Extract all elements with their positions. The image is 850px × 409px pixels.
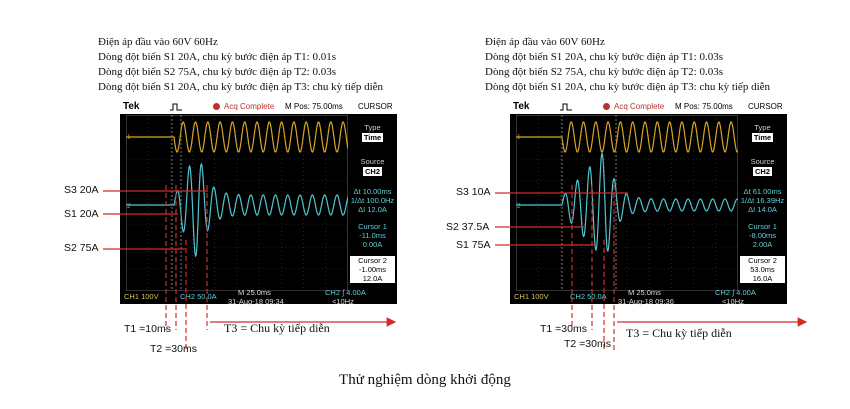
ch1-scale: CH1 100V <box>124 292 159 301</box>
scope-header: Tek Acq Complete M Pos: 75.00ms CURSOR <box>510 100 787 114</box>
oscilloscope-screen-1: Tek Acq Complete M Pos: 75.00ms CURSOR 1… <box>120 100 397 306</box>
cursor-2-label: Cursor 2 <box>748 256 777 265</box>
label-t2-p1: T2 =30ms <box>150 343 197 355</box>
waveform-display-2: 1 2 <box>516 115 738 291</box>
ch2-scale: CH2 50.0A <box>570 292 607 301</box>
desc-line: Dòng đột biến S1 20A, chu kỳ bước điện á… <box>485 51 723 63</box>
desc-line: Dòng đột biến S2 75A, chu kỳ bước điện á… <box>98 66 336 78</box>
trigger-setting: CH2 ∫ 4.00A <box>325 288 366 297</box>
ch1-marker: 1 <box>127 133 131 141</box>
cursor-1-label: Cursor 1 <box>748 222 777 231</box>
ch2-current-trace <box>516 151 738 252</box>
label-t3-p1: T3 = Chu kỳ tiếp diễn <box>224 321 330 335</box>
cursor-2-block[interactable]: Cursor 2 -1.00ms 12.0A <box>350 256 395 283</box>
ch1-marker: 1 <box>517 133 521 141</box>
cursor-2-block[interactable]: Cursor 2 53.0ms 16.0A <box>740 256 785 283</box>
delta-i-readout: ΔI 12.0A <box>358 205 387 214</box>
inverse-delta-t-readout: 1/Δt 16.39Hz <box>740 196 785 205</box>
label-s2-p2: S2 37.5A <box>446 221 490 233</box>
cursor-2-time: -1.00ms <box>358 265 387 274</box>
label-t3-p2: T3 = Chu kỳ tiếp diễn <box>626 326 732 340</box>
cursor-1-value: 2.00A <box>752 240 773 249</box>
acq-status: Acq Complete <box>614 102 665 111</box>
desc-line: Dòng đột biến S1 20A, chu kỳ bước điện á… <box>98 51 336 63</box>
timebase: M 25.0ms <box>628 288 661 297</box>
desc-line: Điện áp đầu vào 60V 60Hz <box>98 36 218 48</box>
cursor-1-value: 0.00A <box>362 240 383 249</box>
source-label: Source <box>750 157 775 166</box>
test-description-1: Điện áp đầu vào 60V 60Hz Dòng đột biến S… <box>98 35 383 95</box>
cursor-2-value: 16.0A <box>752 274 773 283</box>
trigger-frequency: <10Hz <box>722 297 744 306</box>
cursor-1-block[interactable]: Cursor 1 -11.0ms 0.00A <box>350 222 395 249</box>
cursor-1-time: -11.0ms <box>359 231 386 240</box>
type-label: Type <box>754 123 771 132</box>
source-value[interactable]: CH2 <box>362 167 382 176</box>
record-icon <box>603 103 610 110</box>
acq-status: Acq Complete <box>224 102 275 111</box>
ch1-voltage-trace <box>126 121 348 153</box>
scope-header: Tek Acq Complete M Pos: 75.00ms CURSOR <box>120 100 397 114</box>
cursor-menu-1: Type Time Source CH2 Δt 10.00ms 1/Δt 100… <box>350 115 395 291</box>
m-position: M Pos: 75.00ms <box>675 102 733 111</box>
cursor-1-label: Cursor 1 <box>358 222 387 231</box>
type-value[interactable]: Time <box>361 133 384 142</box>
desc-line: Dòng đột biến S2 75A, chu kỳ bước điện á… <box>485 66 723 78</box>
cursor-2-label: Cursor 2 <box>358 256 387 265</box>
label-t2-p2: T2 =30ms <box>564 338 611 350</box>
label-s2-p1: S2 75A <box>64 242 99 254</box>
cursor-2-value: 12.0A <box>362 274 383 283</box>
ch2-marker: 2 <box>517 202 521 210</box>
desc-line: Điện áp đầu vào 60V 60Hz <box>485 36 605 48</box>
timebase: M 25.0ms <box>238 288 271 297</box>
ch1-scale: CH1 100V <box>514 292 549 301</box>
label-s1-p2: S1 75A <box>456 239 491 251</box>
graticule <box>516 115 738 291</box>
scope-panel-1: Điện áp đầu vào 60V 60Hz Dòng đột biến S… <box>0 0 425 365</box>
m-position: M Pos: 75.00ms <box>285 102 343 111</box>
capture-date: 31-Aug-18 09:36 <box>618 297 674 306</box>
figure-caption: Thử nghiệm dòng khởi động <box>339 372 511 388</box>
trigger-icon <box>170 103 182 111</box>
ch2-scale: CH2 50.0A <box>180 292 217 301</box>
trigger-frequency: <10Hz <box>332 297 354 306</box>
label-s3-p1: S3 20A <box>64 184 99 196</box>
scope-footer: CH1 100V CH2 50.0A M 25.0ms 31-Aug-18 09… <box>120 288 397 306</box>
trigger-icon <box>560 103 572 111</box>
brand-label: Tek <box>513 101 530 112</box>
capture-date: 31-Aug-18 09:34 <box>228 297 284 306</box>
source-label: Source <box>360 157 385 166</box>
inverse-delta-t-readout: 1/Δt 100.0Hz <box>350 196 395 205</box>
oscilloscope-screen-2: Tek Acq Complete M Pos: 75.00ms CURSOR 1… <box>510 100 787 306</box>
label-t1-p2: T1 =30ms <box>540 323 587 335</box>
source-value[interactable]: CH2 <box>752 167 772 176</box>
delta-t-readout: Δt 10.00ms <box>353 187 392 196</box>
label-s3-p2: S3 10A <box>456 186 491 198</box>
brand-label: Tek <box>123 101 140 112</box>
ch1-voltage-trace <box>516 121 738 153</box>
test-description-2: Điện áp đầu vào 60V 60Hz Dòng đột biến S… <box>485 35 770 95</box>
waveform-display-1: 1 2 <box>126 115 348 291</box>
delta-t-readout: Δt 61.00ms <box>743 187 782 196</box>
trigger-setting: CH2 ∫ 4.00A <box>715 288 756 297</box>
desc-line: Dòng đột biến S1 20A, chu kỳ bước điện á… <box>485 81 771 93</box>
ch2-marker: 2 <box>127 202 131 210</box>
label-s1-p1: S1 20A <box>64 208 99 220</box>
menu-title: CURSOR <box>358 102 393 111</box>
cursor-menu-2: Type Time Source CH2 Δt 61.00ms 1/Δt 16.… <box>740 115 785 291</box>
label-t1-p1: T1 =10ms <box>124 323 171 335</box>
scope-panel-2: Điện áp đầu vào 60V 60Hz Dòng đột biến S… <box>387 0 812 365</box>
cursor-2-time: 53.0ms <box>750 265 775 274</box>
type-value[interactable]: Time <box>751 133 774 142</box>
cursor-1-time: -8.00ms <box>748 231 777 240</box>
menu-title: CURSOR <box>748 102 783 111</box>
type-label: Type <box>364 123 381 132</box>
cursor-1-block[interactable]: Cursor 1 -8.00ms 2.00A <box>740 222 785 249</box>
record-icon <box>213 103 220 110</box>
desc-line: Dòng đột biến S1 20A, chu kỳ bước điện á… <box>98 81 384 93</box>
ch2-current-trace <box>126 162 348 258</box>
scope-footer: CH1 100V CH2 50.0A M 25.0ms 31-Aug-18 09… <box>510 288 787 306</box>
delta-i-readout: ΔI 14.0A <box>748 205 777 214</box>
